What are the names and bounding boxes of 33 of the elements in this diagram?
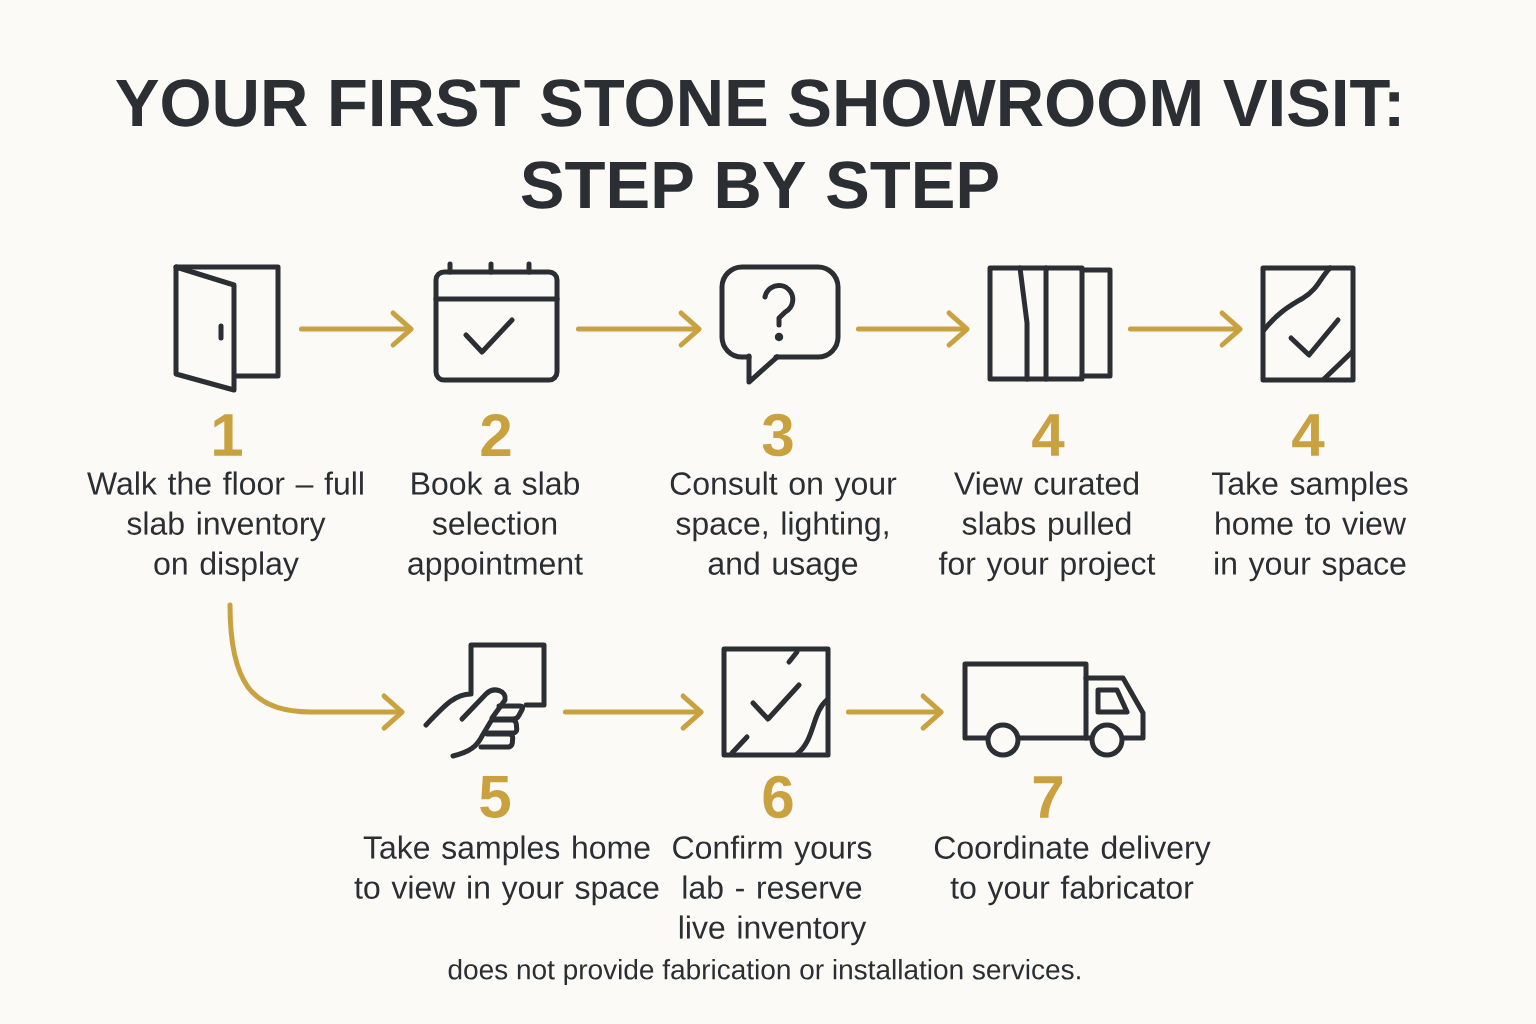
step-number: 4	[1292, 414, 1325, 456]
step-number: 4	[1032, 414, 1065, 456]
stone-sample-check-icon	[721, 646, 831, 758]
arrow	[298, 310, 414, 348]
step-text: View curated slabs pulled for your project	[938, 471, 1156, 582]
truck-icon	[962, 661, 1146, 758]
step-text: Take samples home to view in your space	[1212, 471, 1408, 582]
step-text: Take samples home to view in your space	[354, 835, 659, 906]
step-number: 1	[214, 414, 243, 456]
step-number: 7	[1033, 776, 1063, 818]
calendar-check-icon	[433, 261, 560, 383]
step-number: 6	[763, 775, 793, 819]
step-number: 5	[480, 776, 511, 818]
step-text: Coordinate delivery to your fabricator	[934, 835, 1211, 906]
speech-bubble-icon	[719, 264, 841, 385]
step-text: Confirm yours lab - reserve live inventory	[673, 835, 872, 946]
hand-holding-sample-icon	[423, 642, 547, 759]
arrow	[227, 602, 405, 731]
step-text: Book a slab selection appointment	[408, 471, 583, 582]
step-number: 3	[762, 413, 793, 457]
arrow	[562, 693, 704, 731]
door-icon	[173, 264, 281, 393]
title: YOUR FIRST STONE SHOWROOM VISIT: STEP BY STEP	[115, 79, 1399, 209]
stone-slabs-icon	[987, 265, 1113, 382]
arrow	[845, 693, 944, 731]
step-number: 2	[481, 414, 511, 456]
step-text: Consult on your space, lighting, and usage	[670, 471, 897, 582]
stone-sample-check-icon	[1260, 265, 1356, 383]
step-text: Walk the floor – full slab inventory on display	[87, 471, 363, 582]
arrow	[575, 310, 702, 348]
footnote: does not provide fabrication or installation services.	[448, 958, 1080, 986]
arrow	[1127, 310, 1243, 348]
arrow	[855, 310, 970, 348]
